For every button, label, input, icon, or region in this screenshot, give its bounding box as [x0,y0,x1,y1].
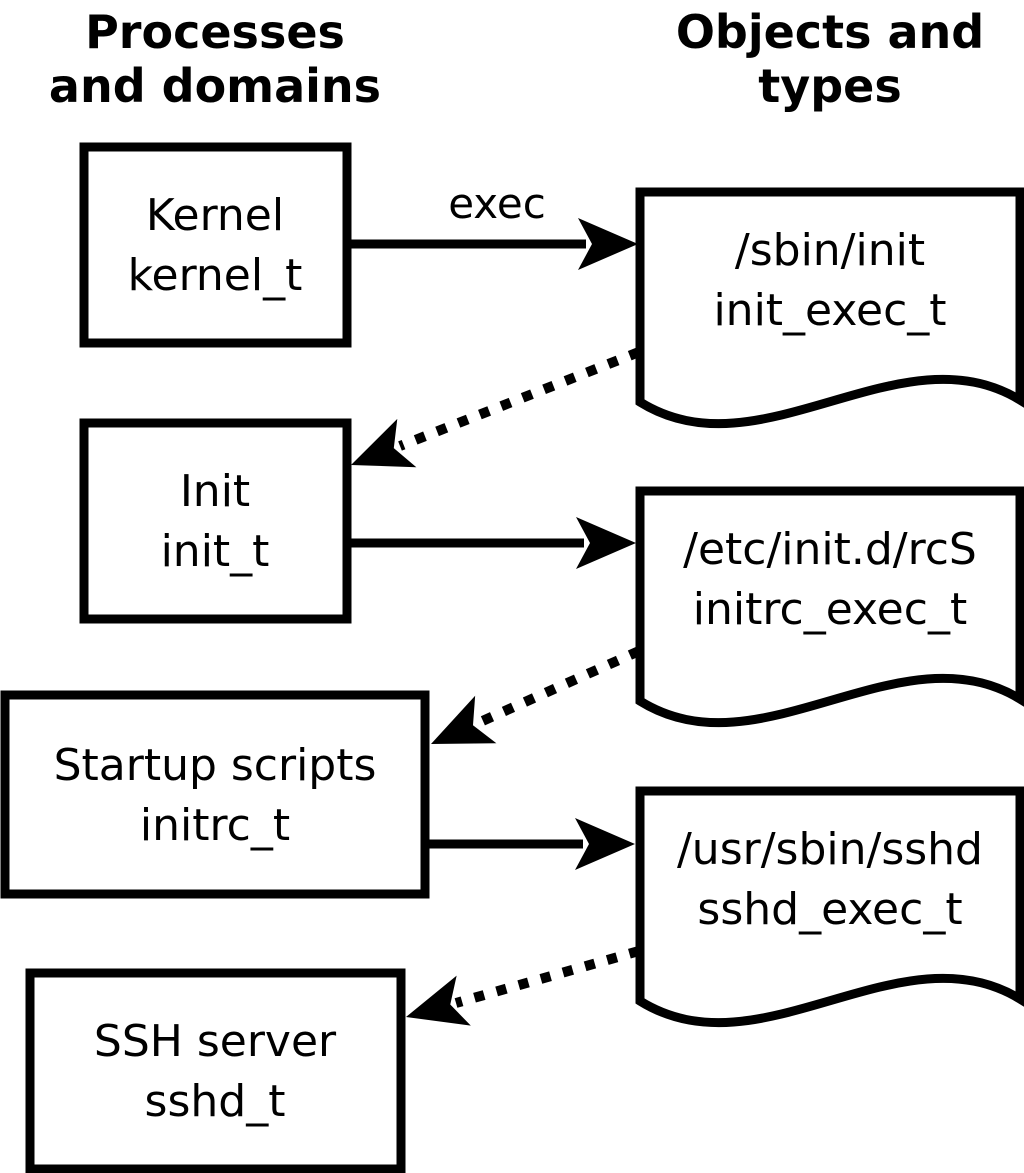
process-node-type: initrc_t [140,800,290,851]
exec-arrow-kernel-to-sbin-init: exec [347,179,638,270]
object-node-type: sshd_exec_t [697,884,962,935]
arrowhead-icon [576,517,636,569]
object-node-sbin-init: /sbin/init init_exec_t [635,187,1024,429]
arrowhead-icon [406,975,471,1026]
process-node-title: SSH server [94,1016,337,1067]
object-node-type: init_exec_t [713,285,946,336]
process-box [25,968,406,1173]
document-shape [635,187,1024,429]
arrowhead-icon [431,695,497,744]
process-node-type: init_t [161,526,270,577]
right-column-header: Objects and types [676,5,984,113]
arrowhead-icon [575,818,635,870]
exec-arrow-label: exec [448,179,546,228]
process-node-title: Startup scripts [54,740,377,791]
left-column-header-line1: Processes [85,5,345,59]
document-shape [635,486,1024,728]
process-node-init: Init init_t [79,418,352,624]
process-node-title: Init [180,466,250,517]
object-node-type: initrc_exec_t [693,584,967,635]
process-node-kernel: Kernel kernel_t [79,142,352,348]
process-node-type: sshd_t [145,1076,286,1127]
left-column-header: Processes and domains [49,5,381,113]
process-box [79,142,352,348]
process-node-startup-scripts: Startup scripts initrc_t [0,690,430,899]
object-node-etc-initd-rcs: /etc/init.d/rcS initrc_exec_t [635,486,1024,728]
arrow-dotted-line [398,347,641,451]
process-node-type: kernel_t [128,250,303,301]
process-box [0,690,430,899]
process-box [79,418,352,624]
exec-arrow-startup-to-sshd [425,818,635,870]
transition-arrow-sbin-init-to-init [351,347,641,468]
arrowhead-icon [578,218,638,270]
arrow-dotted-line [454,946,641,1008]
object-node-path: /etc/init.d/rcS [683,524,977,575]
arrowhead-icon [351,418,417,468]
process-node-ssh-server: SSH server sshd_t [25,968,406,1173]
exec-arrow-init-to-rcs [347,517,636,569]
transition-arrow-sshd-to-ssh-server [406,946,641,1026]
left-column-header-line2: and domains [49,59,381,113]
arrow-dotted-line [475,646,642,728]
object-node-path: /usr/sbin/sshd [677,824,983,875]
object-node-usr-sbin-sshd: /usr/sbin/sshd sshd_exec_t [635,786,1024,1028]
process-node-title: Kernel [146,190,284,241]
right-column-header-line2: types [758,59,901,113]
transition-arrow-rcs-to-startup [431,646,642,744]
document-shape [635,786,1024,1028]
right-column-header-line1: Objects and [676,5,984,59]
object-node-path: /sbin/init [735,225,925,276]
